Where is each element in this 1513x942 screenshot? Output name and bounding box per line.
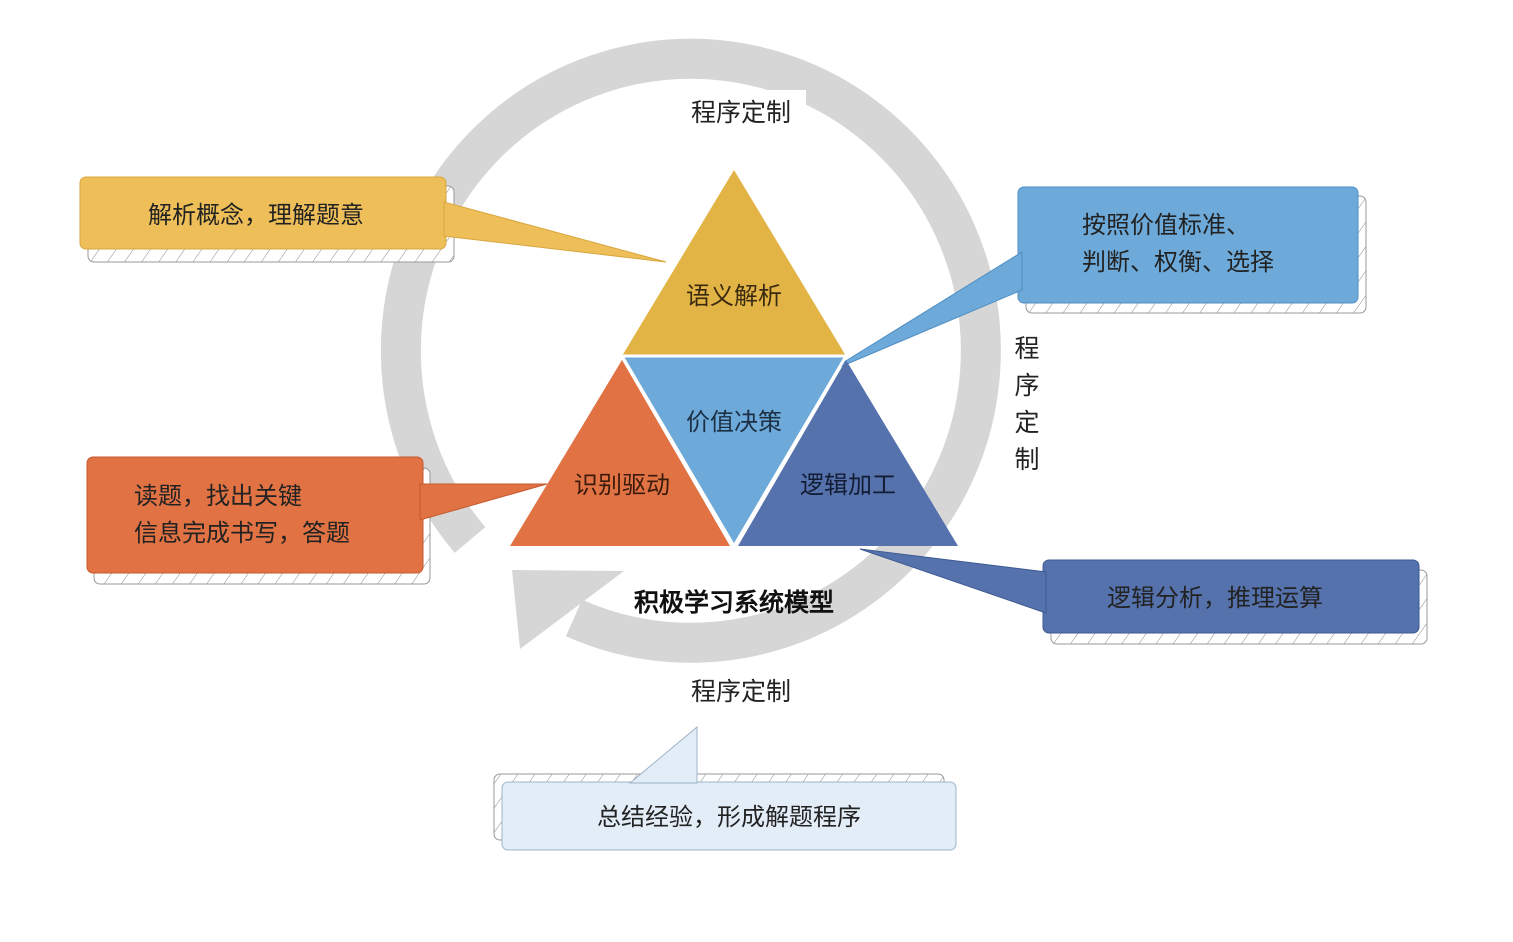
cycle-label-right-char: 制 (1014, 445, 1039, 474)
callout-value-pointer (827, 251, 1023, 373)
cycle-label-right-bg (1006, 330, 1050, 480)
callout-identify-box (86, 456, 424, 574)
callout-logic: 逻辑分析，推理运算 (859, 548, 1428, 645)
callout-logic-text: 逻辑分析，推理运算 (1107, 584, 1323, 612)
triangle-divider (620, 355, 736, 547)
model-title: 积极学习系统模型 (634, 588, 834, 617)
triangle-top-label: 语义解析 (686, 282, 782, 310)
callout-identify: 读题，找出关键 信息完成书写，答题 (86, 456, 548, 585)
callout-value-text-line1: 按照价值标准、 (1082, 211, 1250, 239)
callout-value-box (1017, 186, 1359, 304)
cycle-label-right-char: 定 (1014, 408, 1039, 437)
callout-value-text-line2: 判断、权衡、选择 (1082, 248, 1274, 276)
callout-semantic-text: 解析概念，理解题意 (148, 201, 364, 229)
callout-value: 按照价值标准、 判断、权衡、选择 (827, 186, 1367, 373)
cycle-label-bottom-bg (676, 670, 806, 712)
callout-semantic: 解析概念，理解题意 (79, 176, 667, 263)
callout-summary: 总结经验，形成解题程序 (493, 725, 957, 851)
cycle-label-bottom: 程序定制 (691, 677, 791, 706)
callout-identify-text-line2: 信息完成书写，答题 (134, 519, 350, 547)
cycle-label-right-char: 程 (1014, 334, 1039, 363)
callout-summary-text: 总结经验，形成解题程序 (597, 803, 861, 831)
callout-summary-box (501, 781, 957, 851)
triangle-right-logic (738, 360, 958, 546)
triangle-center-value (622, 356, 846, 544)
cycle-label-top: 程序定制 (691, 98, 791, 127)
triangle-right-label: 逻辑加工 (800, 471, 896, 499)
cycle-ring: 程序定制 程 序 定 制 程序定制 (380, 38, 1050, 712)
triangle-center-label: 价值决策 (686, 408, 782, 436)
triangle-top-semantic (622, 170, 846, 356)
cycle-label-top-bg (676, 90, 806, 132)
callout-logic-pointer (859, 548, 1047, 614)
callout-identify-pointer (419, 483, 548, 521)
callout-semantic-pointer (443, 201, 667, 263)
triangle-divider (732, 355, 848, 547)
cycle-label-right: 程 序 定 制 (1014, 334, 1039, 474)
triangle-model: 语义解析 价值决策 识别驱动 逻辑加工 (510, 170, 958, 547)
triangle-left-identify (510, 360, 730, 546)
cycle-label-right-char: 序 (1014, 371, 1039, 400)
triangle-left-label: 识别驱动 (574, 471, 670, 499)
cycle-ring-arc (380, 38, 1001, 663)
callout-summary-pointer (628, 725, 698, 784)
callout-identify-text-line1: 读题，找出关键 (134, 482, 302, 510)
cycle-arrowhead (512, 570, 624, 649)
